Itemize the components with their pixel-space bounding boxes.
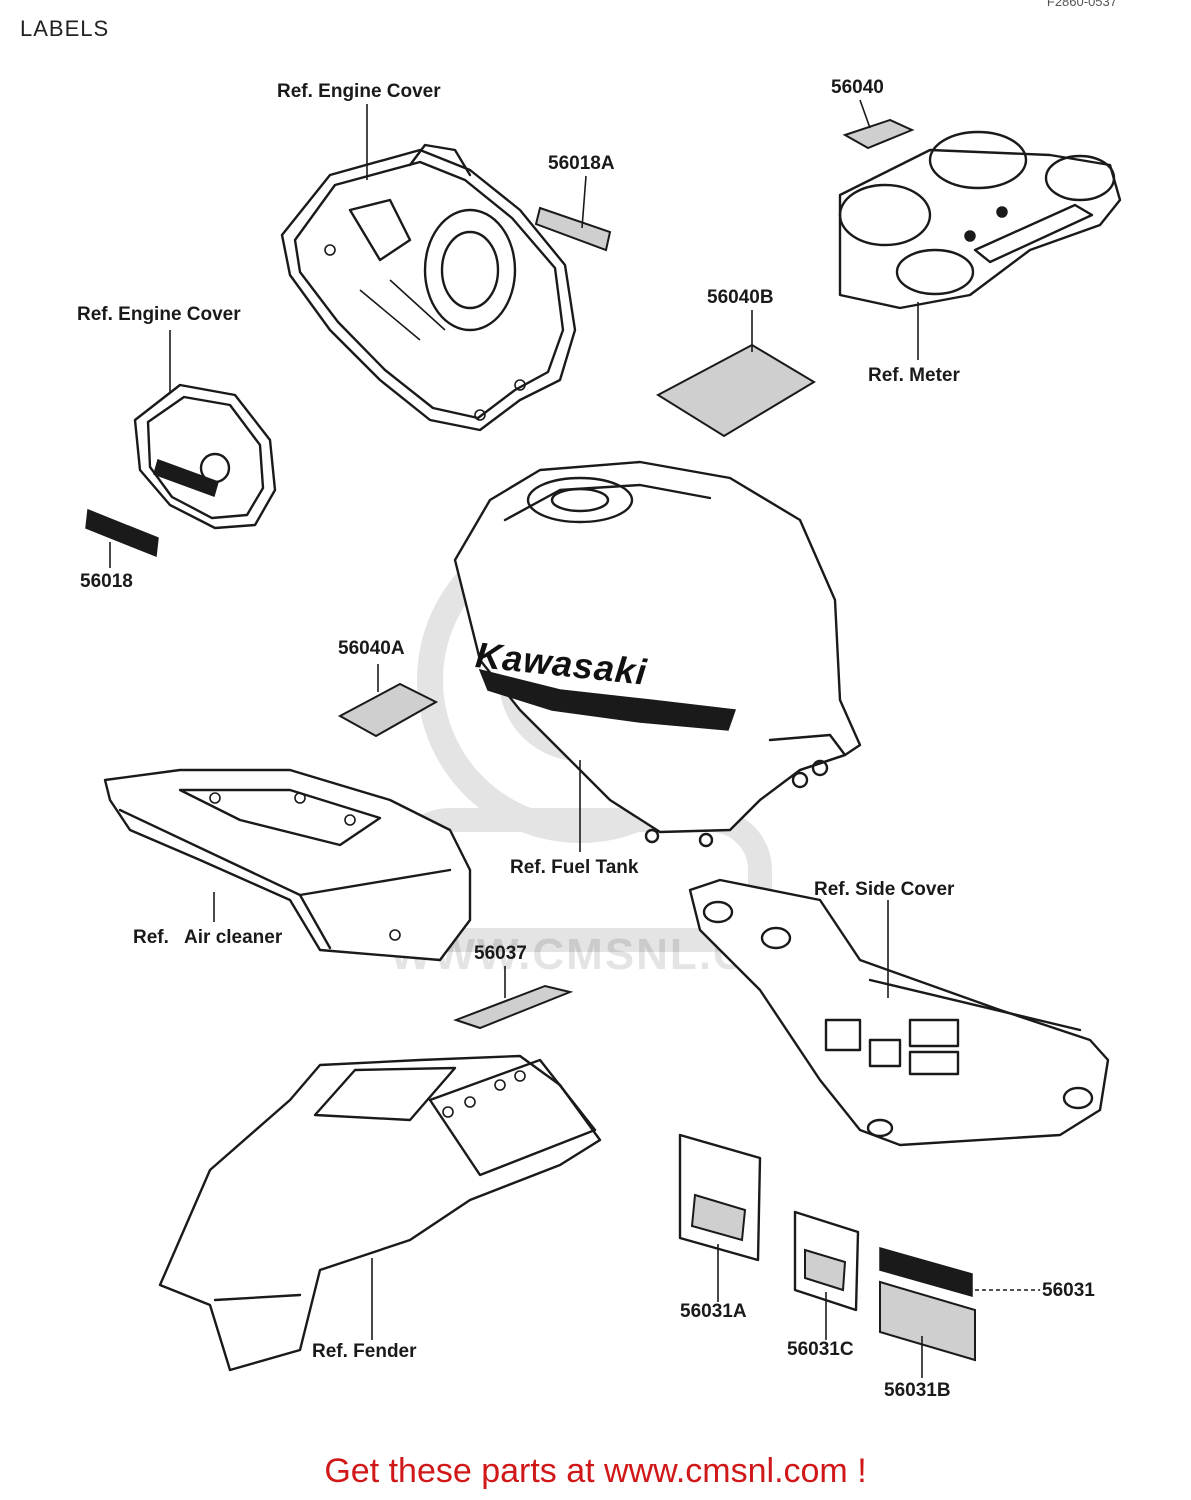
callout-56031c: 56031C: [787, 1339, 854, 1360]
rear-fender-illustration: [158, 1054, 602, 1372]
callout-56031: 56031: [1042, 1280, 1095, 1301]
label-56037-sticker: [453, 984, 574, 1030]
callout-fender: Ref. Fender: [312, 1341, 417, 1362]
callout-56040b: 56040B: [707, 287, 774, 308]
air-cleaner-illustration: [103, 768, 472, 962]
callout-56018: 56018: [80, 571, 133, 592]
callout-56031a: 56031A: [680, 1301, 747, 1322]
callout-56040: 56040: [831, 77, 884, 98]
callout-air-cleaner: Ref. Air cleaner: [133, 927, 283, 948]
diagram-reference-code: F2860-0537: [1046, 0, 1117, 9]
callout-56040a: 56040A: [338, 638, 405, 659]
engine-cover-right-illustration: [280, 143, 577, 432]
callout-meter: Ref. Meter: [868, 365, 960, 386]
label-56040b-sticker: [655, 343, 816, 438]
side-cover-illustration: [688, 878, 1110, 1147]
callout-engine-cover-top: Ref. Engine Cover: [277, 81, 441, 102]
footer-promo-text: Get these parts at www.cmsnl.com !: [324, 1452, 867, 1490]
label-56040a-sticker: [337, 682, 439, 738]
callout-56037: 56037: [474, 943, 527, 964]
page-title: LABELS: [20, 16, 110, 41]
meter-cluster-illustration: [838, 130, 1122, 310]
engine-cover-left-illustration: [133, 383, 277, 530]
callout-56018a: 56018A: [548, 153, 615, 174]
label-56031b-sticker: [879, 1280, 976, 1362]
label-56018-sticker: [85, 508, 159, 558]
callout-fuel-tank: Ref. Fuel Tank: [510, 857, 639, 878]
label-56018a-sticker: [534, 206, 612, 252]
fuel-tank-illustration: [453, 460, 862, 848]
label-56031a-sticker: [678, 1133, 762, 1262]
callout-56031b: 56031B: [884, 1380, 951, 1401]
callout-engine-cover-left: Ref. Engine Cover: [77, 304, 241, 325]
label-56040-sticker: [842, 118, 915, 150]
callout-side-cover: Ref. Side Cover: [814, 879, 955, 900]
label-56031-sticker: [879, 1247, 973, 1297]
